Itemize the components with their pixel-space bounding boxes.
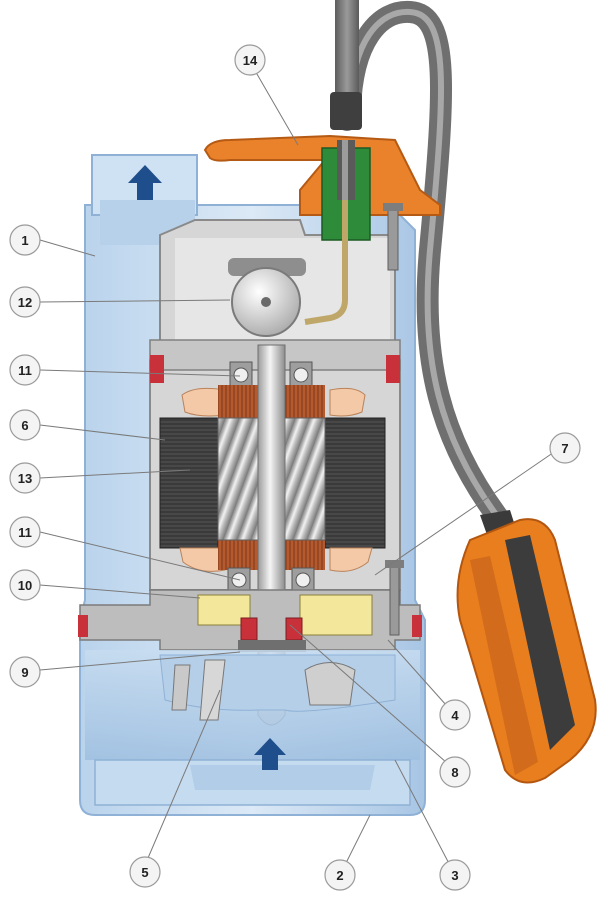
svg-text:9: 9 [21, 665, 28, 680]
upper-bearing [229, 361, 313, 389]
oring-left-lower [78, 615, 88, 637]
callout-10: 10 [9, 569, 41, 601]
callout-4: 4 [439, 699, 471, 731]
float-body-inner-dark [505, 535, 575, 750]
svg-text:6: 6 [21, 418, 28, 433]
callout-14: 14 [234, 44, 266, 76]
svg-text:5: 5 [141, 865, 148, 880]
impeller [171, 659, 356, 721]
capacitor [228, 258, 306, 337]
mechanical-seal-left [240, 617, 258, 641]
screw-top-right-head [383, 203, 403, 211]
screw-lower-right-head [385, 560, 404, 568]
float-body-shade [470, 556, 538, 775]
svg-text:12: 12 [18, 295, 32, 310]
leader-lines [39, 61, 561, 876]
svg-text:8: 8 [451, 765, 458, 780]
callout-5: 5 [129, 856, 161, 888]
lip-seal [238, 640, 306, 652]
callout-11-upper: 11 [9, 354, 41, 386]
svg-text:11: 11 [18, 525, 32, 540]
oil-chamber-right [299, 594, 373, 636]
screw-lower-right [389, 564, 400, 636]
capacitor-center [261, 297, 271, 307]
svg-text:3: 3 [451, 868, 458, 883]
svg-text:11: 11 [18, 363, 32, 378]
endturn-top-right [329, 387, 366, 417]
float-switch [456, 510, 597, 784]
suction-arrow [254, 738, 286, 770]
svg-text:13: 13 [18, 471, 32, 486]
callout-6: 6 [9, 409, 41, 441]
power-cable-highlight [347, 8, 503, 523]
callout-2: 2 [324, 859, 356, 891]
callout-11-lower: 11 [9, 516, 41, 548]
svg-text:14: 14 [243, 53, 258, 68]
impeller-volute [159, 654, 396, 712]
callout-12: 12 [9, 286, 41, 318]
oring-left-upper [150, 355, 164, 383]
oring-right-upper [386, 355, 400, 383]
callout-1: 1 [9, 224, 41, 256]
cable-gland [330, 92, 362, 130]
callout-9: 9 [9, 656, 41, 688]
endturn-bottom-right [329, 547, 373, 572]
svg-text:7: 7 [561, 441, 568, 456]
stator-left [159, 417, 219, 549]
svg-text:2: 2 [336, 868, 343, 883]
base-inner-step [190, 765, 375, 790]
screw-top-right [387, 204, 399, 271]
discharge-arrow [128, 165, 162, 200]
callout-8: 8 [439, 756, 471, 788]
stator-right [324, 417, 386, 549]
handle-cable-core-highlight [342, 140, 348, 200]
svg-text:4: 4 [451, 708, 459, 723]
svg-text:1: 1 [21, 233, 28, 248]
callout-7: 7 [549, 432, 581, 464]
endturn-bottom-left [179, 547, 226, 572]
svg-text:10: 10 [18, 578, 32, 593]
callout-13: 13 [9, 462, 41, 494]
internal-cable [304, 200, 348, 325]
callout-3: 3 [439, 859, 471, 891]
oring-right-lower [412, 615, 422, 637]
capacitor-bracket [228, 258, 306, 276]
